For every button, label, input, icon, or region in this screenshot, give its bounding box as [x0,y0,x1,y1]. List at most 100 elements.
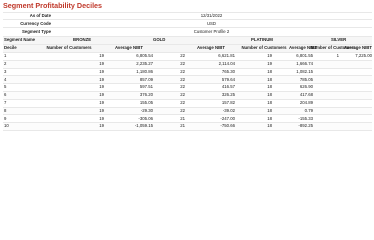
gold-customers-cell: 21 [180,115,185,121]
gold-avg-header: Average NIBT [196,45,226,51]
bronze-avg-nibt-cell: 857.09 [139,76,153,82]
platinum-avg-nibt-cell: 785.05 [299,76,313,82]
silver-avg-nibt-cell [339,69,372,76]
bronze-customers-header: Number of Customers [46,45,92,51]
decile-cell: 5 [4,84,7,90]
gold-customers-cell: 22 [180,68,185,74]
gold-avg-nibt-cell: -750.66 [220,123,235,129]
platinum-customers-cell: 18 [267,84,272,90]
segment-header-row: Segment Name BRONZE GOLD PLATINUM SILVER [3,36,372,45]
bronze-avg-nibt-cell: -29.30 [140,107,153,113]
table-row: 8 19 -29.30 22 -39.02 18 0.79 [3,107,372,116]
gold-avg-nibt-cell: 765.30 [221,68,235,74]
gold-avg-nibt-cell: 157.82 [221,99,235,105]
bronze-avg-header: Average NIBT [114,45,144,51]
silver-customers-cell [313,115,339,122]
bronze-customers-cell: 19 [99,60,104,66]
gold-customers-cell: 22 [180,60,185,66]
decile-column-header: Decile [4,45,17,51]
silver-avg-nibt-cell [339,115,372,122]
platinum-customers-header: Number of Customers [241,45,287,51]
decile-cell: 8 [4,107,7,113]
gold-avg-nibt-cell: 326.25 [221,92,235,98]
platinum-customers-cell: 18 [267,107,272,113]
platinum-avg-nibt-cell: 417.68 [299,92,313,98]
platinum-customers-cell: 19 [267,60,272,66]
silver-customers-cell [313,76,339,83]
silver-avg-nibt-cell [339,123,372,130]
silver-customers-cell [313,92,339,99]
silver-customers-cell [313,61,339,68]
silver-customers-cell [313,100,339,107]
bronze-customers-cell: 19 [99,115,104,121]
meta-label: Segment Type [21,28,51,34]
bronze-customers-cell: 19 [99,123,104,129]
gold-customers-cell: 22 [180,76,185,82]
bronze-customers-cell: 19 [99,107,104,113]
meta-label: As of Date [29,12,51,18]
decile-report-table: As of Date 12/31/2022 Currency Code USD … [3,12,372,131]
meta-label: Currency Code [20,20,51,26]
silver-avg-nibt-cell [339,100,372,107]
platinum-avg-nibt-cell: 6,801.55 [296,53,313,59]
bronze-avg-nibt-cell: -305.06 [138,115,153,121]
gold-customers-cell: 22 [180,107,185,113]
silver-customers-cell [313,108,339,115]
decile-cell: 1 [4,53,7,59]
gold-avg-nibt-cell: 6,621.81 [218,53,235,59]
decile-cell: 4 [4,76,7,82]
bronze-avg-nibt-cell: 1,180.86 [136,68,153,74]
platinum-avg-nibt-cell: 204.89 [299,99,313,105]
platinum-customers-cell: 18 [267,76,272,82]
silver-avg-nibt-cell [339,108,372,115]
bronze-customers-cell: 19 [99,76,104,82]
table-row: 4 19 857.09 22 579.64 18 785.05 [3,76,372,85]
decile-cell: 9 [4,115,7,121]
meta-value: USD [206,20,217,26]
platinum-customers-cell: 18 [267,115,272,121]
bronze-avg-nibt-cell: 6,805.54 [136,53,153,59]
silver-avg-nibt-cell [339,76,372,83]
bronze-customers-cell: 19 [99,53,104,59]
meta-value: 12/31/2022 [200,12,223,18]
segment-header-platinum: PLATINUM [251,37,273,42]
column-header-row: Decile Number of Customers Average NIBT … [3,44,372,53]
platinum-avg-nibt-cell: 626.90 [299,84,313,90]
decile-cell: 2 [4,60,7,66]
gold-avg-nibt-cell: 2,114.04 [218,60,235,66]
silver-avg-header: Average NIBT [343,45,372,51]
segment-name-label: Segment Name [4,37,36,42]
gold-avg-nibt-cell: 579.64 [221,76,235,82]
bronze-customers-cell: 19 [99,99,104,105]
segment-header-silver: SILVER [331,37,347,42]
platinum-avg-nibt-cell: 0.79 [304,107,313,113]
gold-customers-header [154,45,186,52]
report-title: Segment Profitability Deciles [3,1,103,10]
gold-avg-nibt-cell: -247.00 [220,115,235,121]
decile-cell: 6 [4,92,7,98]
platinum-avg-nibt-cell: -892.25 [298,123,313,129]
meta-row-segment-type: Segment Type Customer Profile 2 [3,28,372,37]
bronze-customers-cell: 19 [99,68,104,74]
gold-avg-nibt-cell: -39.02 [222,107,235,113]
bronze-avg-nibt-cell: 376.20 [139,92,153,98]
platinum-avg-nibt-cell: 1,666.74 [296,60,313,66]
silver-avg-nibt-cell [339,92,372,99]
platinum-customers-cell: 18 [267,123,272,129]
platinum-avg-nibt-cell: 1,082.15 [296,68,313,74]
meta-value: Customer Profile 2 [193,28,230,34]
platinum-customers-cell: 18 [267,92,272,98]
silver-customers-header: Number of Customers [310,45,356,51]
meta-row-as-of-date: As of Date 12/31/2022 [3,12,372,21]
meta-row-currency-code: Currency Code USD [3,20,372,29]
platinum-customers-cell: 18 [267,99,272,105]
decile-cell: 7 [4,99,7,105]
silver-customers-cell [313,69,339,76]
decile-cell: 10 [4,123,9,129]
